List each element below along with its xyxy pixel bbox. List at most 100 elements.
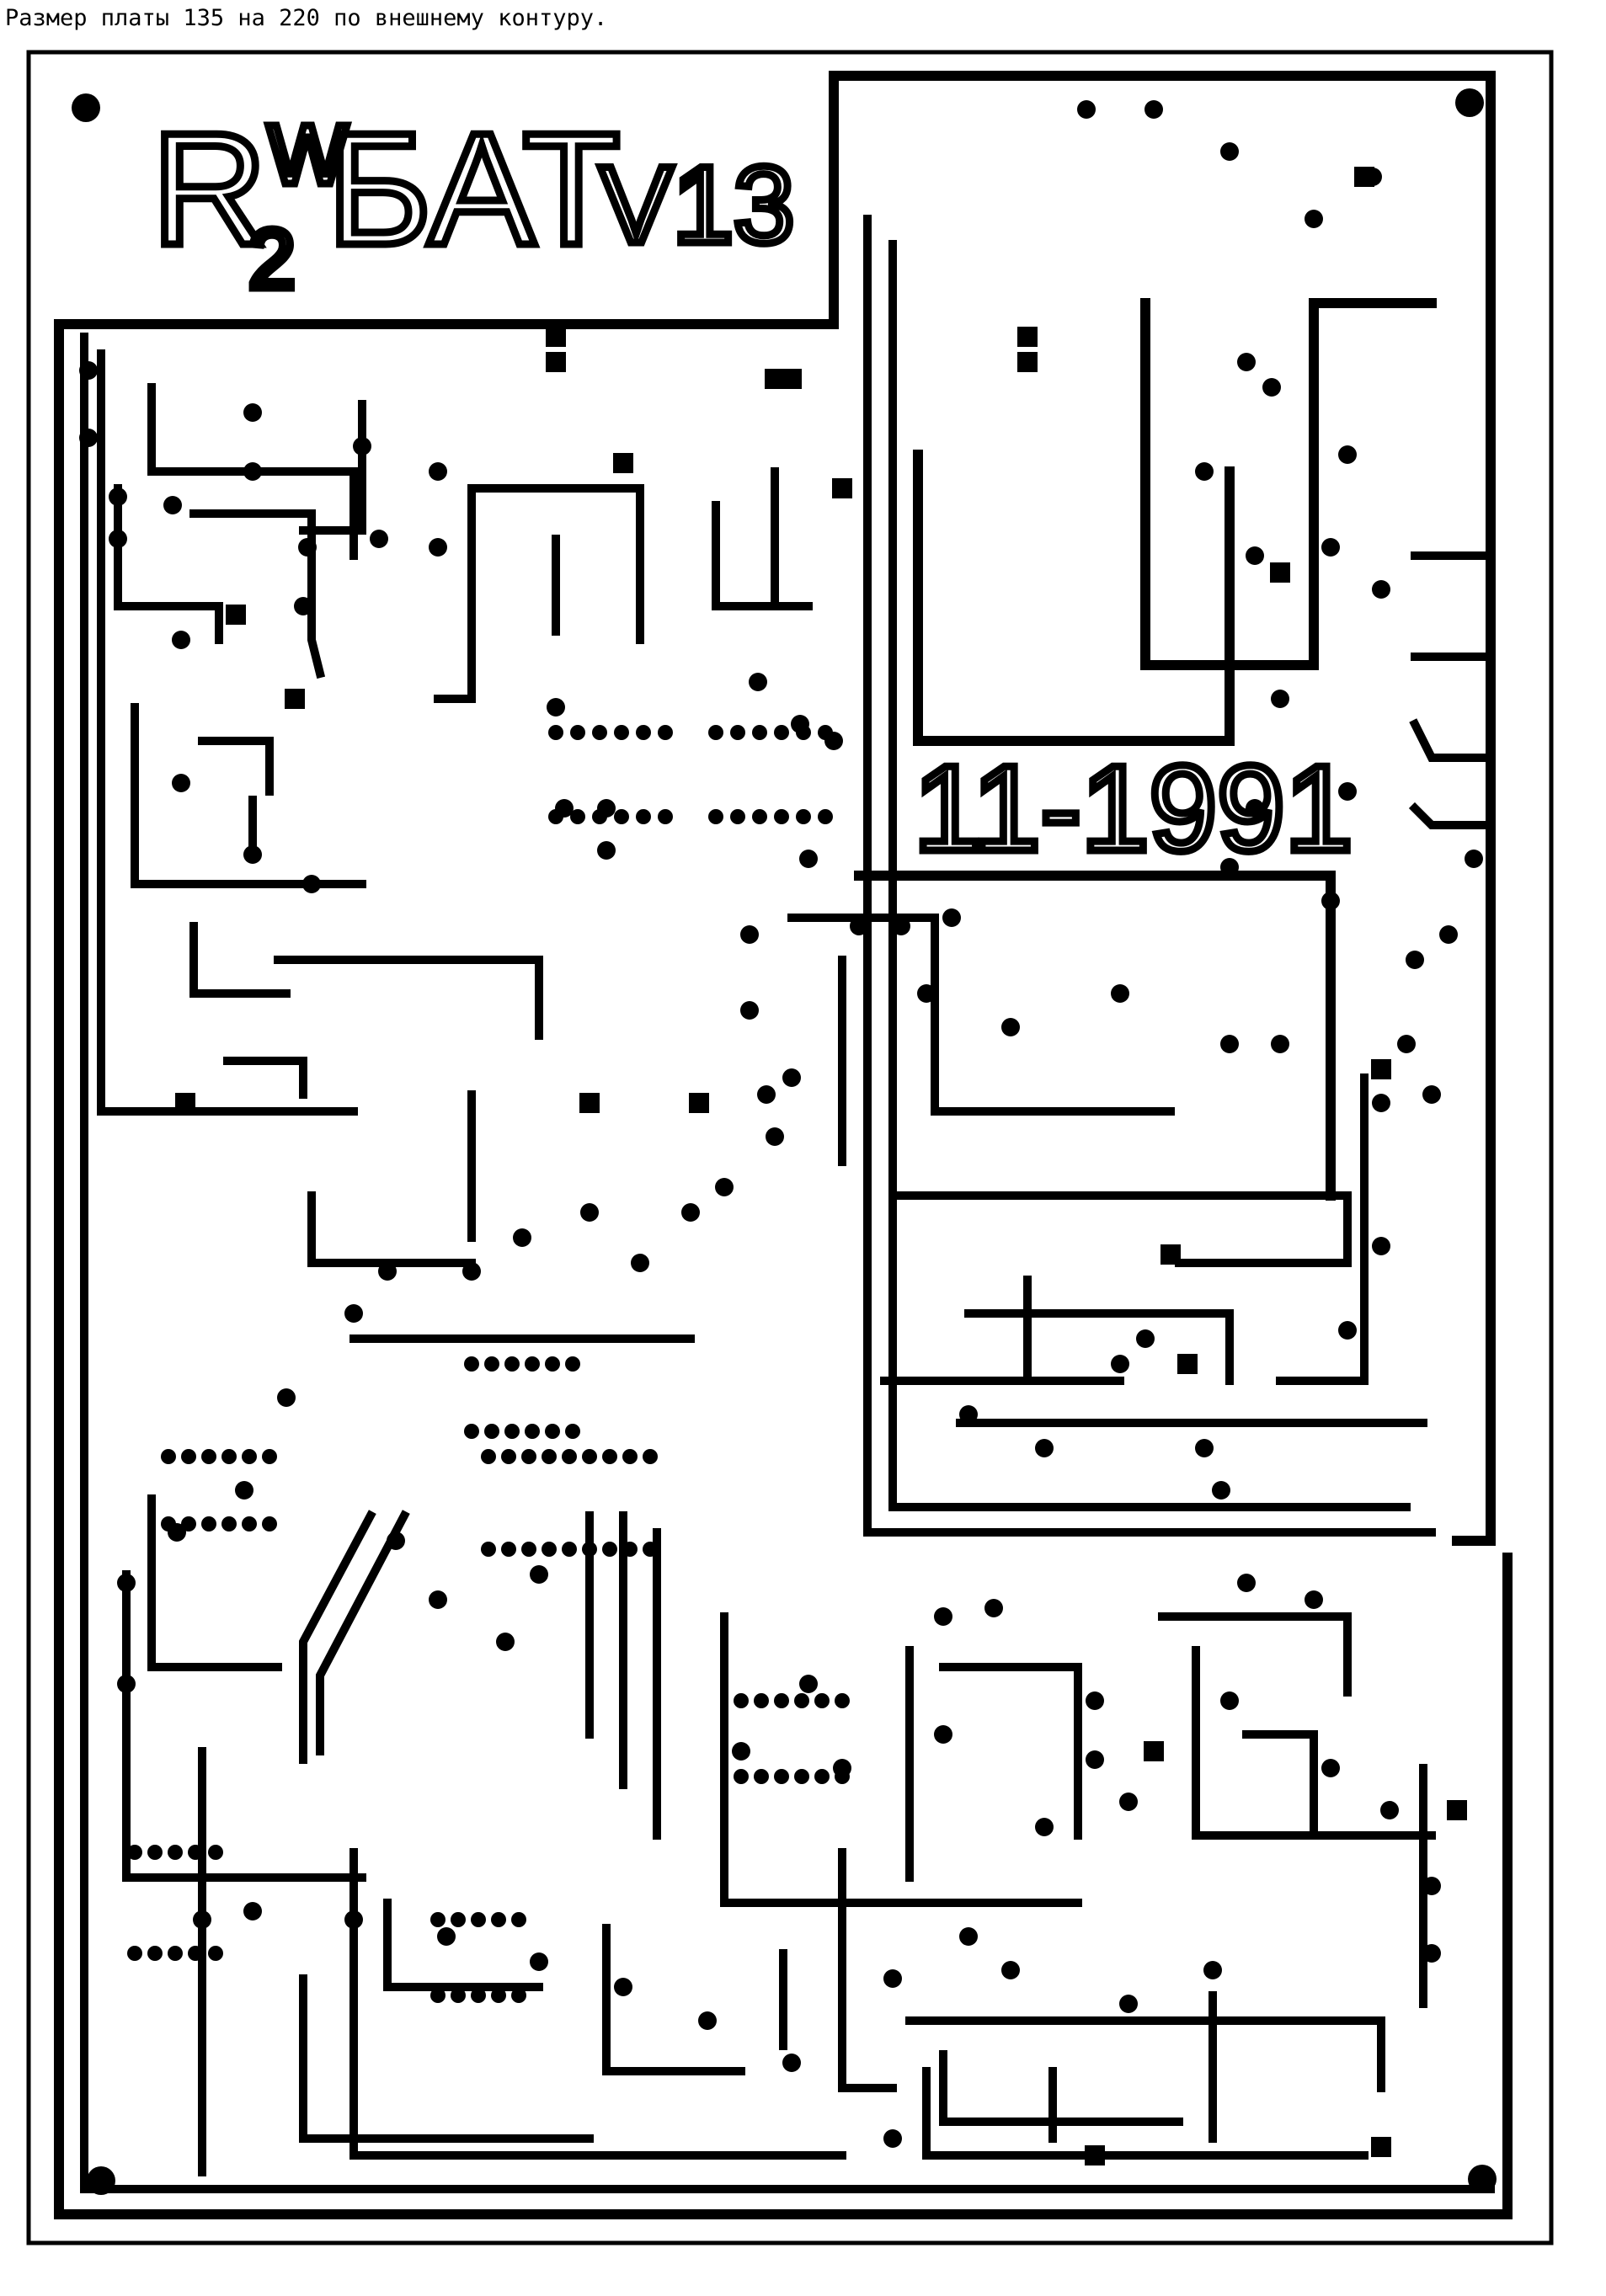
title-letter-w: W: [268, 108, 348, 202]
round-pad: [344, 1304, 363, 1323]
display-loop-b: [1140, 298, 1437, 670]
round-pad: [1144, 100, 1163, 119]
round-pad: [1372, 1237, 1390, 1255]
round-pad: [580, 1203, 599, 1222]
round-pad: [1262, 378, 1281, 397]
ic-pin: [636, 809, 651, 824]
square-pad: [1371, 2137, 1391, 2157]
square-pad: [1144, 1741, 1164, 1761]
round-pad: [1465, 850, 1483, 868]
copper-traces: [54, 71, 1513, 2219]
ic-pin: [147, 1845, 163, 1860]
square-pad: [1017, 327, 1038, 347]
trace: [787, 914, 1175, 1116]
ic-pin: [521, 1449, 536, 1464]
ic-pin: [430, 1912, 446, 1927]
ic-u6: [734, 1693, 850, 1784]
ic-pin: [562, 1542, 577, 1557]
square-pad: [832, 478, 852, 498]
round-pad: [298, 538, 317, 557]
ic-pin: [548, 725, 563, 740]
round-pad: [799, 1675, 818, 1693]
display-loop: [913, 450, 1235, 746]
round-pad: [883, 2129, 902, 2148]
trace: [1276, 1073, 1369, 1385]
ic-pin: [501, 1542, 516, 1557]
round-pad: [799, 850, 818, 868]
ic-pin: [484, 1424, 499, 1439]
trace: [349, 1848, 846, 2160]
ic-pin: [451, 1988, 466, 2003]
round-pad: [1086, 1750, 1104, 1769]
date-label: 11-1991: [914, 740, 1353, 876]
trace: [189, 509, 326, 679]
round-pad: [1338, 782, 1357, 801]
ic-pin: [451, 1912, 466, 1927]
ic-pin: [525, 1424, 540, 1439]
ic-pin: [201, 1449, 216, 1464]
round-pad: [117, 1675, 136, 1693]
trace: [1408, 802, 1486, 829]
round-pad: [732, 1742, 750, 1761]
ic-pin: [734, 1693, 749, 1708]
round-pad: [429, 462, 447, 481]
round-pad: [681, 1203, 700, 1222]
board-title-mark: R W 2 БАТ V13: [148, 97, 798, 311]
ic-pin: [754, 1693, 769, 1708]
ic-pin: [565, 1356, 580, 1372]
square-pad: [285, 689, 305, 709]
title-letters-bat: БАТ: [327, 100, 620, 279]
ic-pin: [504, 1424, 520, 1439]
round-pad: [429, 1590, 447, 1609]
trace: [602, 1924, 745, 2075]
round-pad: [1439, 925, 1458, 944]
round-pad: [1397, 1035, 1416, 1053]
trace: [905, 2016, 1385, 2092]
round-pad: [462, 1262, 481, 1281]
round-pad: [1271, 1035, 1289, 1053]
ic-pin: [511, 1912, 526, 1927]
ic-pin: [835, 1693, 850, 1708]
square-pad: [689, 1093, 709, 1113]
trace: [1242, 1730, 1318, 1840]
right-bus-b: [888, 240, 1411, 1511]
round-pad: [917, 984, 936, 1003]
trace: [720, 1612, 1082, 1907]
round-pad: [766, 1127, 784, 1146]
round-pad: [1195, 1439, 1214, 1457]
round-pad: [79, 361, 98, 380]
trace: [189, 922, 291, 998]
trace: [131, 703, 366, 888]
ic-pin: [570, 725, 585, 740]
ic-pin: [774, 725, 789, 740]
ic-pin: [818, 809, 833, 824]
square-pad: [175, 1093, 195, 1113]
round-pad: [530, 1952, 548, 1971]
trace: [1158, 1612, 1352, 1697]
ic-pin: [161, 1516, 176, 1532]
round-pad: [715, 1178, 734, 1196]
ic-pin: [602, 1542, 617, 1557]
round-pad: [740, 925, 759, 944]
ic-pin: [542, 1449, 557, 1464]
round-pad: [1195, 462, 1214, 481]
ic-pin: [484, 1356, 499, 1372]
round-pad: [1111, 984, 1129, 1003]
round-pad: [1220, 142, 1239, 161]
ic-pin: [565, 1424, 580, 1439]
ic-pin: [622, 1542, 638, 1557]
round-pad: [496, 1633, 515, 1651]
mounting-hole-top-left: [72, 93, 100, 122]
round-pad: [1372, 1094, 1390, 1112]
ic-pin: [242, 1516, 257, 1532]
trace: [299, 1510, 376, 1764]
round-pad: [1220, 1691, 1239, 1710]
ic-pin: [161, 1449, 176, 1464]
trace: [922, 2067, 1369, 2160]
ic-pin: [511, 1988, 526, 2003]
round-pad: [1111, 1355, 1129, 1373]
round-pad: [934, 1607, 952, 1626]
round-pad: [698, 2011, 717, 2030]
ic-pin: [481, 1542, 496, 1557]
